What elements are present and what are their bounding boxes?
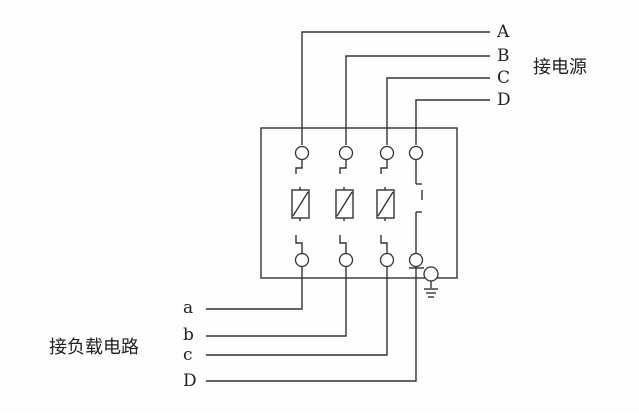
bottom-terminal-4 — [408, 252, 424, 268]
fuse-3 — [376, 160, 395, 253]
load-wire-a — [206, 267, 303, 310]
source-wire-a — [301, 31, 490, 145]
top-terminal-4 — [408, 145, 424, 161]
label-load-d: D — [183, 371, 197, 391]
load-caption: 接负载电路 — [49, 337, 139, 358]
label-load-c: c — [183, 345, 193, 365]
label-source-c: C — [497, 68, 510, 88]
source-wire-d — [415, 99, 490, 145]
top-terminal-1 — [294, 145, 310, 161]
label-load-b: b — [183, 325, 194, 345]
neutral-link — [415, 160, 423, 253]
source-caption: 接电源 — [533, 57, 587, 78]
top-terminal-2 — [338, 145, 354, 161]
load-wire-b — [206, 267, 347, 337]
source-wire-c — [386, 77, 490, 145]
load-wire-c — [206, 267, 388, 356]
label-source-a: A — [496, 22, 510, 42]
load-wire-d — [206, 267, 417, 382]
label-load-a: a — [183, 298, 193, 318]
bottom-terminal-2 — [338, 252, 354, 268]
bottom-terminal-3 — [379, 252, 395, 268]
label-source-d: D — [497, 90, 511, 110]
top-terminal-3 — [379, 145, 395, 161]
enclosure-box — [260, 127, 458, 279]
label-source-b: B — [497, 46, 510, 66]
ground-symbol — [409, 266, 439, 298]
bottom-terminal-1 — [294, 252, 310, 268]
fuse-1 — [291, 160, 310, 253]
source-wire-b — [345, 55, 490, 145]
fuse-2 — [335, 160, 354, 253]
